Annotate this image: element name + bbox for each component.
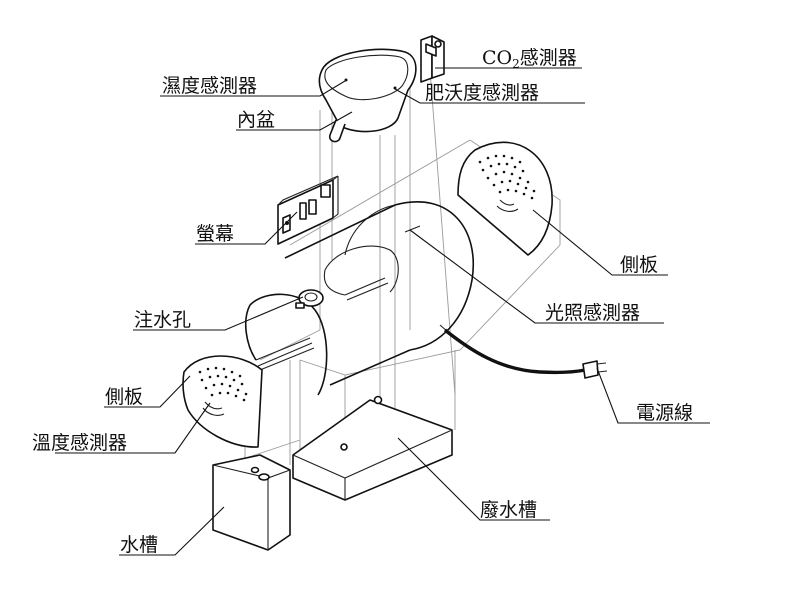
label-side-panel-left: 側板: [105, 386, 143, 408]
side-panel-left: [182, 355, 263, 448]
label-side-panel-right: 側板: [620, 254, 658, 276]
waste-tank: [292, 395, 453, 501]
label-temperature-sensor: 溫度感測器: [32, 432, 127, 454]
label-inner-pot: 內盆: [237, 109, 275, 131]
water-tank: [212, 454, 291, 551]
screen-panel: [277, 175, 339, 245]
leader-lines: [55, 67, 710, 556]
label-water-tank: 水槽: [120, 534, 158, 556]
labels: CO2感測器 濕度感測器 肥沃度感測器 內盆 螢幕 側板 光照感測器 注水孔 電…: [32, 47, 693, 556]
label-humidity-sensor: 濕度感測器: [162, 75, 257, 97]
label-waste-tank: 廢水槽: [480, 499, 537, 521]
label-fertility-sensor: 肥沃度感測器: [425, 82, 539, 104]
speaker-holes-right: [478, 154, 536, 200]
inner-pot: [318, 48, 417, 143]
label-power-cord: 電源線: [636, 402, 693, 424]
cylinder-body: [244, 201, 474, 396]
label-screen: 螢幕: [196, 223, 234, 245]
label-light-sensor: 光照感測器: [545, 302, 640, 324]
speaker-holes-left: [198, 366, 248, 402]
power-cord: [443, 328, 608, 379]
label-water-inlet: 注水孔: [134, 309, 191, 331]
co2-sensor-unit: [420, 35, 445, 83]
side-panel-right: [457, 141, 553, 256]
label-co2-sensor: CO2感測器: [482, 47, 577, 71]
